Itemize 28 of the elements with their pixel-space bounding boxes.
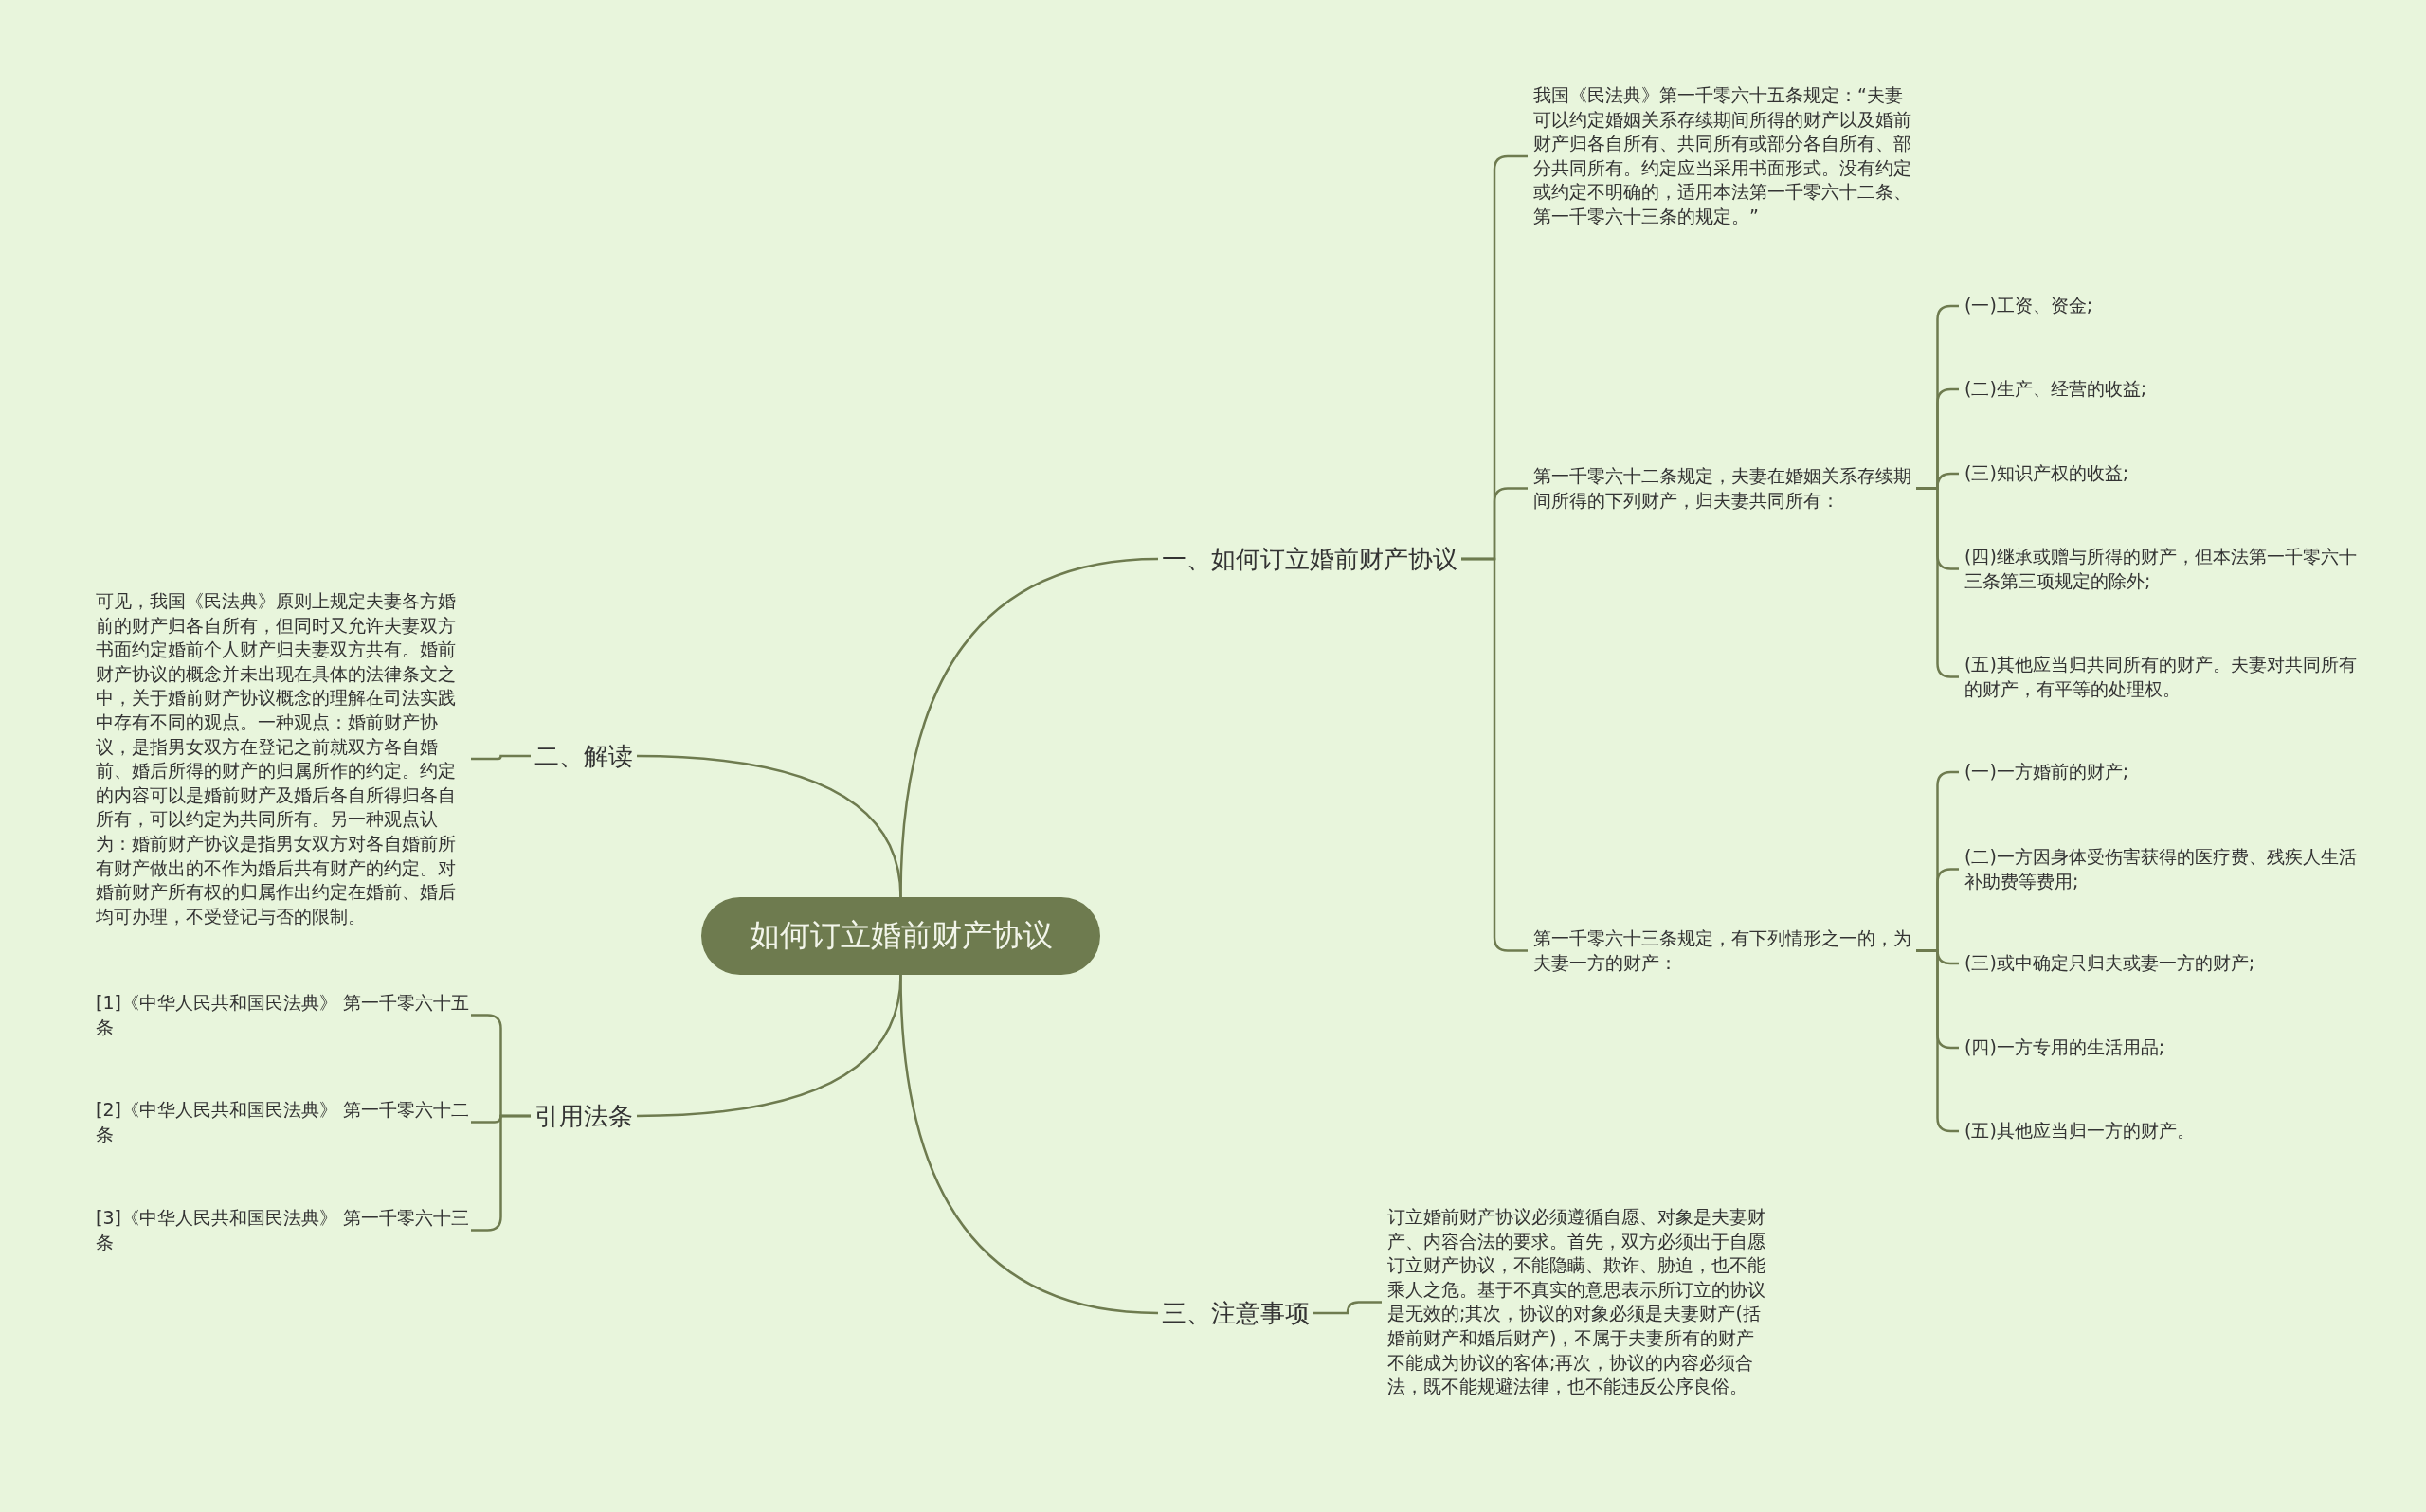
topic-text: 第一千零六十二条规定，夫妻在婚姻关系存续期间所得的下列财产，归夫妻共同所有：: [1528, 464, 1916, 513]
connector-line: [1313, 1301, 1382, 1315]
connector-line: [636, 754, 902, 898]
topic-text: (三)知识产权的收益;: [1959, 461, 2357, 486]
branch-topic-text: 一、如何订立婚前财产协议: [1158, 540, 1461, 578]
topic-text: 第一千零六十三条规定，有下列情形之一的，为夫妻一方的财产：: [1528, 927, 1916, 976]
branch-topic-text: 三、注意事项: [1158, 1294, 1313, 1332]
branch-topic-text: 二、解读: [531, 737, 637, 775]
topic-text: (五)其他应当归一方的财产。: [1959, 1119, 2357, 1143]
topic-text: (二)一方因身体受伤害获得的医疗费、残疾人生活补助费等费用;: [1959, 845, 2357, 894]
topic-text: [3]《中华人民共和国民法典》 第一千零六十三条: [90, 1206, 471, 1255]
topic-text: (四)继承或赠与所得的财产，但本法第一千零六十三条第三项规定的除外;: [1959, 545, 2357, 594]
topic-text: 可见，我国《民法典》原则上规定夫妻各方婚前的财产归各自所有，但同时又允许夫妻双方书面约定婚前个人财产归夫妻双方共有。婚前财产协议的概念并未出现在具体的法律条文之中，关于婚前财产协议概念的理解在司法实践中存有不同的观点。一种观点：婚前财产协议，是指男女双方在登记之前就双方各自婚前、婚后所得的财产的归属所作的约定。约定的内容可以是婚前财产及婚后各自所得归各自所有，可以约定为共同所有。另一种观点认为：婚前财产协议是指男女双方对各自婚前所有财产做出的不作为婚后共有财产的约定。对婚前财产所有权的归属作出约定在婚前、婚后均可办理，不受登记与否的限制。: [90, 589, 471, 929]
topic-text: 我国《民法典》第一千零六十五条规定：“夫妻可以约定婚姻关系存续期间所得的财产以及婚前财产归各自所有、共同所有或部分各自所有、部分共同所有。约定应当采用书面形式。没有约定或约定不明确的，适用本法第一千零六十二条、第一千零六十三条的规定。”: [1528, 83, 1916, 229]
topic-text: (一)工资、资金;: [1959, 294, 2357, 318]
topic-text: (四)一方专用的生活用品;: [1959, 1035, 2357, 1060]
topic-text: (三)或中确定只归夫或妻一方的财产;: [1959, 951, 2357, 976]
topic-text: (五)其他应当归共同所有的财产。夫妻对共同所有的财产，有平等的处理权。: [1959, 653, 2357, 702]
topic-text: [2]《中华人民共和国民法典》 第一千零六十二条: [90, 1098, 471, 1147]
connector-line: [471, 754, 531, 761]
connector-line: [1461, 557, 1528, 952]
root-topic-pill: 如何订立婚前财产协议: [701, 897, 1100, 975]
topic-text: (一)一方婚前的财产;: [1959, 760, 2357, 784]
branch-topic-text: 引用法条: [531, 1097, 637, 1135]
topic-text: 订立婚前财产协议必须遵循自愿、对象是夫妻财产、内容合法的要求。首先，双方必须出于自愿订立财产协议，不能隐瞒、欺诈、胁迫，也不能乘人之危。基于不真实的意思表示所订立的协议是无效的;其次，协议的对象必须是夫妻财产(括婚前财产和婚后财产)，不属于夫妻所有的财产不能成为协议的客体;再次，协议的内容必须合法，既不能规避法律，也不能违反公序良俗。: [1382, 1205, 1770, 1399]
topic-text: (二)生产、经营的收益;: [1959, 377, 2357, 402]
topic-text: [1]《中华人民共和国民法典》 第一千零六十五条: [90, 991, 471, 1040]
connector-line: [636, 974, 902, 1118]
